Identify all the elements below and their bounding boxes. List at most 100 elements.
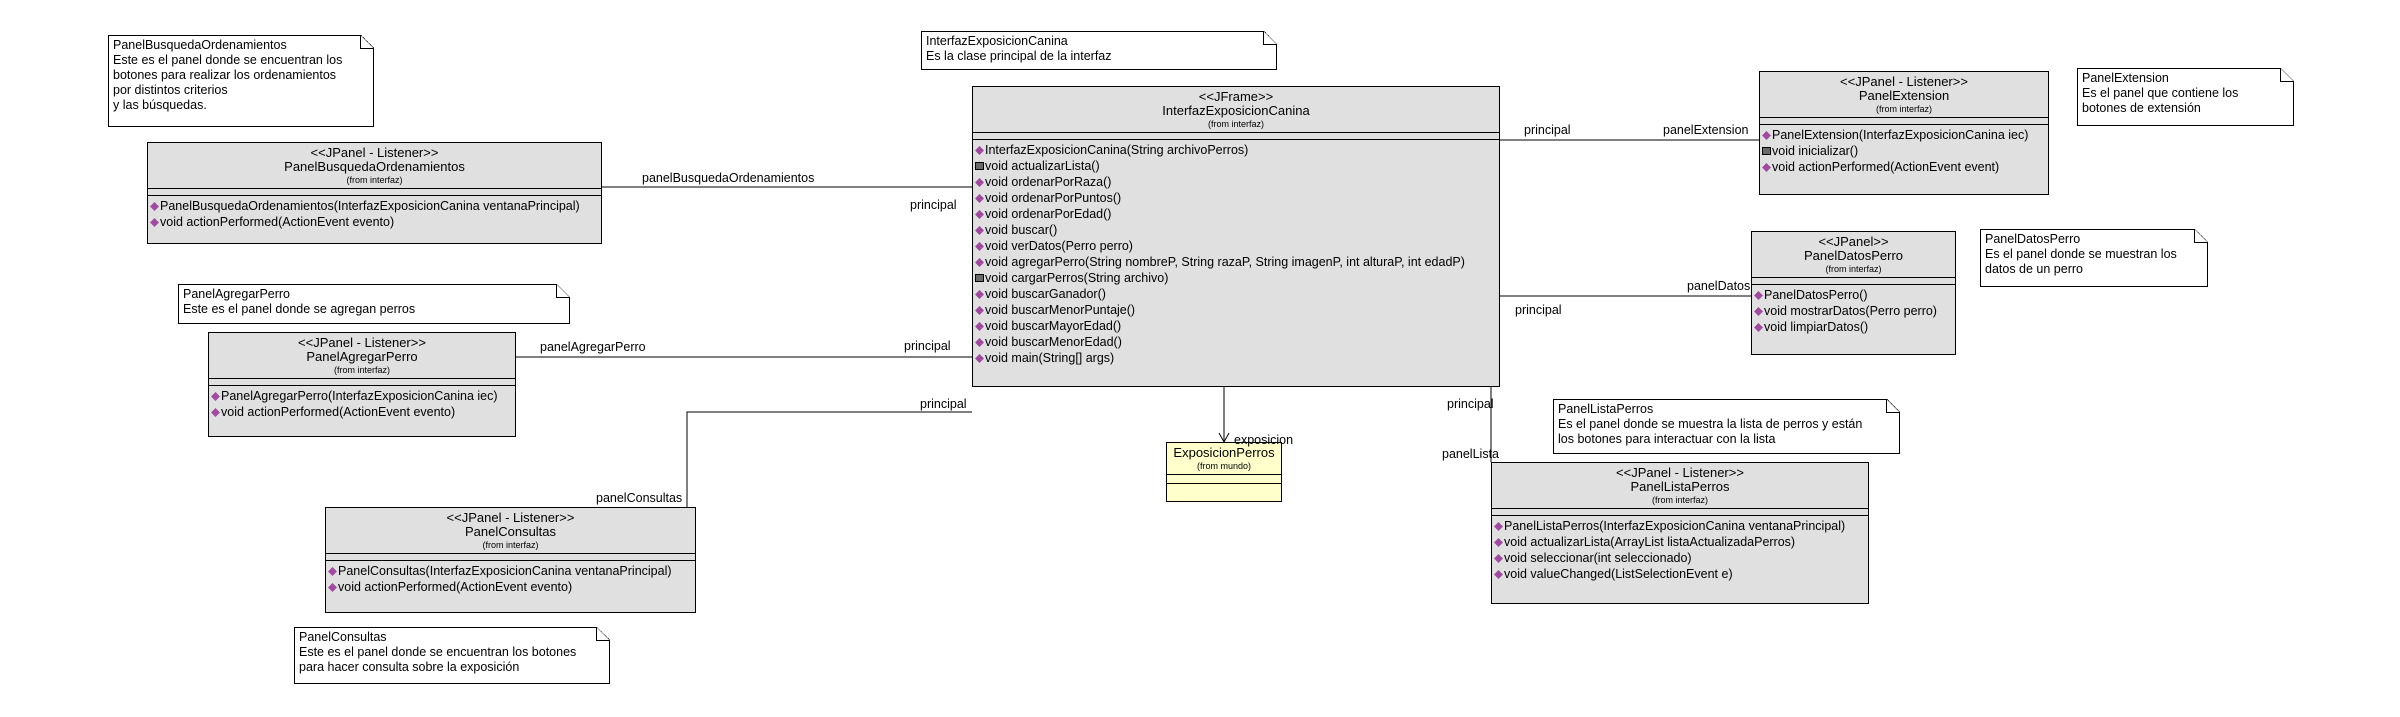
- note-line: botones de extensión: [2082, 101, 2201, 115]
- class-package: (from interfaz): [1207, 119, 1264, 129]
- note-line: por distintos criterios: [113, 83, 228, 97]
- role-label: panelBusquedaOrdenamientos: [642, 171, 815, 185]
- attributes-compartment: [1492, 508, 1868, 515]
- class-interfaz-exposicion-canina[interactable]: <<JFrame>> InterfazExposicionCanina (fro…: [972, 86, 1500, 387]
- note-panel-extension: PanelExtension Es el panel que contiene …: [2077, 68, 2294, 126]
- note-line: PanelExtension: [2082, 71, 2169, 85]
- operation: void verDatos(Perro perro): [975, 238, 1496, 254]
- operation: void actualizarLista(ArrayList listaActu…: [1494, 534, 1865, 550]
- operation: void ordenarPorRaza(): [975, 174, 1496, 190]
- protected-method-icon: [1762, 147, 1771, 155]
- public-method-icon: [1494, 569, 1503, 579]
- class-package: (from interfaz): [346, 175, 403, 185]
- note-line: los botones para interactuar con la list…: [1558, 432, 1776, 446]
- operation: void inicializar(): [1762, 143, 2045, 159]
- class-panel-consultas[interactable]: <<JPanel - Listener>> PanelConsultas (fr…: [325, 507, 696, 613]
- public-method-icon: [150, 201, 159, 211]
- role-label: exposicion: [1234, 433, 1294, 447]
- note-line: Es el panel donde se muestra la lista de…: [1558, 417, 1863, 431]
- note-line: Este es el panel donde se agregan perros: [183, 302, 416, 316]
- operation: void main(String[] args): [975, 350, 1496, 366]
- operation-signature: void cargarPerros(String archivo): [985, 271, 1169, 285]
- class-name: PanelListaPerros: [1630, 479, 1730, 494]
- public-method-icon: [1762, 130, 1771, 140]
- operation-signature: void actionPerformed(ActionEvent evento): [160, 215, 395, 229]
- class-package: (from interfaz): [333, 365, 390, 375]
- operation: void actualizarLista(): [975, 158, 1496, 174]
- public-method-icon: [211, 407, 220, 417]
- public-method-icon: [1754, 290, 1763, 300]
- class-panel-extension[interactable]: <<JPanel - Listener>> PanelExtension (fr…: [1759, 71, 2049, 195]
- public-method-icon: [150, 217, 159, 227]
- operation: void buscarMayorEdad(): [975, 318, 1496, 334]
- note-fold-icon: [2280, 68, 2294, 82]
- class-name: PanelBusquedaOrdenamientos: [284, 159, 465, 174]
- note-line: Es el panel donde se muestran los: [1985, 247, 2177, 261]
- class-stereotype: <<JPanel - Listener>>: [1616, 465, 1744, 480]
- operation-signature: void ordenarPorEdad(): [985, 207, 1112, 221]
- note-panel-datos: PanelDatosPerro Es el panel donde se mue…: [1980, 229, 2208, 287]
- operation-signature: void main(String[] args): [985, 351, 1115, 365]
- public-method-icon: [975, 193, 984, 203]
- class-name: PanelAgregarPerro: [306, 349, 418, 364]
- role-label: panelLista: [1442, 447, 1499, 461]
- operation: void buscar(): [975, 222, 1496, 238]
- class-panel-lista-perros[interactable]: <<JPanel - Listener>> PanelListaPerros (…: [1491, 462, 1869, 604]
- class-package: (from interfaz): [482, 540, 539, 550]
- attributes-compartment: [326, 553, 695, 560]
- note-line: PanelListaPerros: [1558, 402, 1654, 416]
- operation-signature: PanelAgregarPerro(InterfazExposicionCani…: [221, 389, 498, 403]
- operation-signature: void verDatos(Perro perro): [985, 239, 1133, 253]
- class-panel-agregar-perro[interactable]: <<JPanel - Listener>> PanelAgregarPerro …: [208, 332, 516, 437]
- operations-compartment: PanelListaPerros(InterfazExposicionCanin…: [1492, 515, 1868, 585]
- class-stereotype: <<JPanel - Listener>>: [298, 335, 426, 350]
- operation: void buscarMenorEdad(): [975, 334, 1496, 350]
- operation: void agregarPerro(String nombreP, String…: [975, 254, 1496, 270]
- role-label: panelConsultas: [596, 491, 683, 505]
- operation-signature: void buscarMenorPuntaje(): [985, 303, 1136, 317]
- role-label: principal: [1515, 303, 1562, 317]
- note-line: botones para realizar los ordenamientos: [113, 68, 337, 82]
- operation: PanelDatosPerro(): [1754, 287, 1952, 303]
- operations-compartment: PanelAgregarPerro(InterfazExposicionCani…: [209, 385, 515, 423]
- note-line: Es la clase principal de la interfaz: [926, 49, 1112, 63]
- operations-compartment: PanelExtension(InterfazExposicionCanina …: [1760, 124, 2048, 178]
- note-line: InterfazExposicionCanina: [926, 34, 1068, 48]
- attributes-compartment: [1760, 117, 2048, 124]
- public-method-icon: [975, 241, 984, 251]
- operation: void actionPerformed(ActionEvent event): [1762, 159, 2045, 175]
- note-line: PanelAgregarPerro: [183, 287, 291, 301]
- note-fold-icon: [2194, 229, 2208, 243]
- operation-signature: void actionPerformed(ActionEvent evento): [338, 580, 573, 594]
- note-interfaz: InterfazExposicionCanina Es la clase pri…: [921, 31, 1277, 70]
- attributes-compartment: [973, 132, 1499, 139]
- class-package: (from mundo): [1196, 461, 1251, 471]
- class-stereotype: <<JPanel - Listener>>: [1840, 74, 1968, 89]
- operation: void ordenarPorEdad(): [975, 206, 1496, 222]
- note-fold-icon: [596, 627, 610, 641]
- attributes-compartment: [1752, 277, 1955, 284]
- attributes-compartment: [1167, 474, 1281, 483]
- role-label: panelExtension: [1663, 123, 1749, 137]
- note-panel-agregar: PanelAgregarPerro Este es el panel donde…: [178, 284, 570, 324]
- operation-signature: void actionPerformed(ActionEvent evento): [221, 405, 456, 419]
- operation: void actionPerformed(ActionEvent evento): [328, 579, 692, 595]
- class-panel-datos-perro[interactable]: <<JPanel>> PanelDatosPerro (from interfa…: [1751, 231, 1956, 355]
- operation-signature: void buscarMenorEdad(): [985, 335, 1122, 349]
- class-exposicion-perros[interactable]: ExposicionPerros (from mundo): [1166, 442, 1282, 502]
- attributes-compartment: [209, 378, 515, 385]
- operation: InterfazExposicionCanina(String archivoP…: [975, 142, 1496, 158]
- note-fold-icon: [1886, 399, 1900, 413]
- note-line: Este es el panel donde se encuentran los: [113, 53, 343, 67]
- protected-method-icon: [975, 162, 984, 170]
- note-panel-busqueda: PanelBusquedaOrdenamientos Este es el pa…: [108, 35, 374, 127]
- class-panel-busqueda-ordenamientos[interactable]: <<JPanel - Listener>> PanelBusquedaOrden…: [147, 142, 602, 244]
- operation: void mostrarDatos(Perro perro): [1754, 303, 1952, 319]
- public-method-icon: [975, 321, 984, 331]
- operation: PanelAgregarPerro(InterfazExposicionCani…: [211, 388, 512, 404]
- public-method-icon: [328, 582, 337, 592]
- note-panel-lista: PanelListaPerros Es el panel donde se mu…: [1553, 399, 1900, 454]
- note-line: para hacer consulta sobre la exposición: [299, 660, 520, 674]
